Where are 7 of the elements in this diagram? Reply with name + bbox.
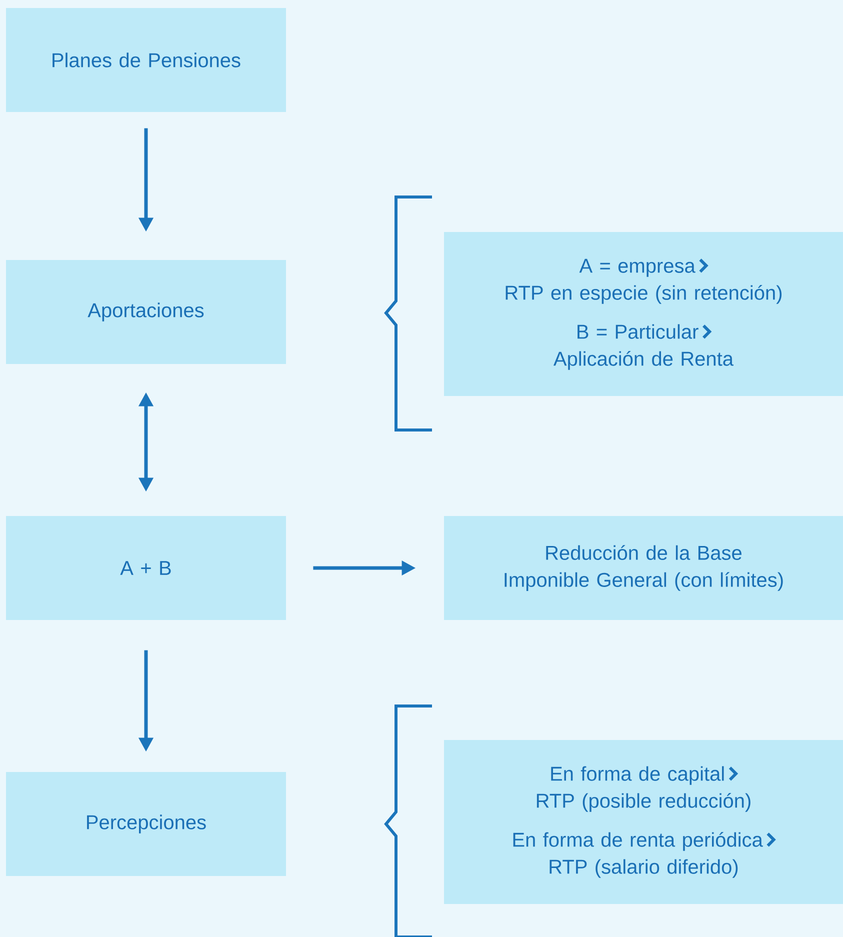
text-box: Reducción de la Base Imponible General (con límites) <box>444 516 843 620</box>
text-box: En forma de capital RTP (posible reducción) En forma de renta periódica RTP (salario diferido) <box>444 740 843 904</box>
process-box: Aportaciones <box>6 260 286 364</box>
text-box: A = empresa RTP en especie (sin retención) B = Particular Aplicación de Renta <box>444 232 843 396</box>
process-box: Planes de Pensiones <box>6 8 286 112</box>
process-box: Percepciones <box>6 772 286 876</box>
process-box: A + B <box>6 516 286 620</box>
